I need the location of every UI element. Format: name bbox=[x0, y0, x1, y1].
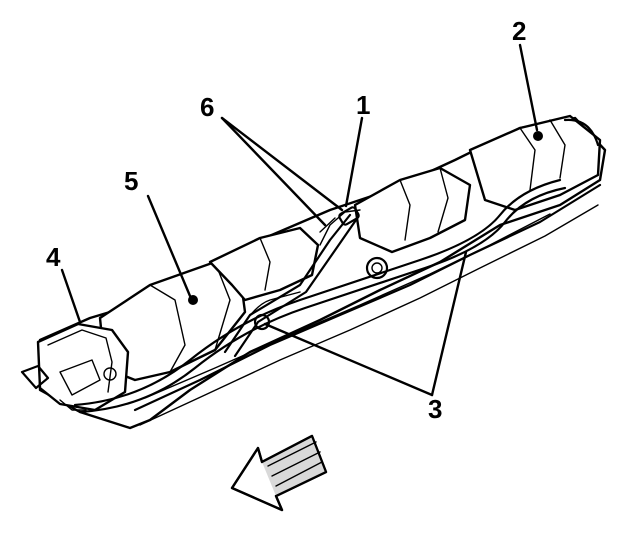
callout-5: 5 bbox=[124, 166, 138, 196]
callout-3: 3 bbox=[428, 394, 442, 424]
fuel-tank bbox=[38, 114, 607, 430]
leader-lines bbox=[60, 43, 539, 397]
leader-2 bbox=[518, 43, 539, 132]
leader-6a bbox=[220, 116, 327, 227]
sensor-dot-5 bbox=[188, 295, 198, 305]
callout-4: 4 bbox=[46, 242, 61, 272]
leader-4 bbox=[60, 268, 82, 324]
callout-2: 2 bbox=[512, 16, 526, 46]
front-direction-arrow-icon bbox=[230, 434, 328, 512]
leader-5 bbox=[146, 194, 192, 298]
fuel-pump-bracket bbox=[20, 322, 130, 412]
callout-1: 1 bbox=[356, 90, 370, 120]
leader-3a bbox=[263, 322, 434, 397]
sensor-dot-2 bbox=[533, 131, 543, 141]
leader-6b bbox=[220, 116, 344, 212]
leader-3b bbox=[430, 250, 468, 397]
callouts: 6 1 2 5 4 3 bbox=[46, 16, 526, 424]
leader-1 bbox=[344, 116, 364, 208]
fuel-lines bbox=[73, 178, 567, 414]
callout-6: 6 bbox=[200, 92, 214, 122]
